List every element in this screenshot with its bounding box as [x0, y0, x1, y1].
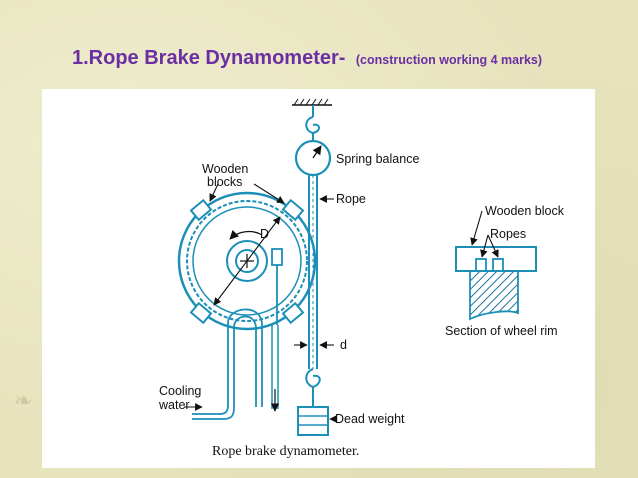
label-rope: Rope — [336, 192, 366, 206]
ceiling-support — [292, 98, 332, 106]
rope-brake-diagram: Wooden blocks Spring balance Rope D d Co… — [158, 98, 565, 459]
label-cooling-line1: Cooling — [159, 384, 201, 398]
rim-section-leaders — [470, 210, 499, 258]
rim-section — [455, 246, 537, 321]
spring-balance — [294, 139, 332, 177]
diagram-panel: Wooden blocks Spring balance Rope D d Co… — [42, 89, 595, 468]
label-diameter: D — [260, 227, 269, 241]
label-wooden-blocks-line1: Wooden — [202, 162, 248, 176]
label-wooden-blocks-line2: blocks — [207, 175, 242, 189]
cooling-water-pipe — [192, 308, 280, 420]
top-hook — [305, 105, 320, 141]
label-cooling-line2: water — [158, 398, 190, 412]
title-main: 1.Rope Brake Dynamometer- — [72, 47, 346, 69]
label-ropes: Ropes — [490, 227, 526, 241]
brake-wheel — [177, 191, 317, 331]
slide-title: 1.Rope Brake Dynamometer- (construction … — [72, 47, 542, 70]
label-spring-balance: Spring balance — [336, 152, 419, 166]
label-dead-weight: Dead weight — [335, 412, 405, 426]
title-subtitle: (construction working 4 marks) — [355, 53, 543, 67]
dead-weight — [297, 368, 329, 436]
leader-lines — [184, 183, 337, 423]
background-ornament: ❧ — [14, 388, 33, 413]
label-section-wheel-rim: Section of wheel rim — [445, 324, 558, 338]
water-outlet — [271, 248, 283, 325]
wooden-blocks — [189, 198, 305, 325]
label-rope-diameter: d — [340, 338, 347, 352]
diagram-caption: Rope brake dynamometer. — [212, 444, 359, 459]
label-wooden-block: Wooden block — [485, 204, 565, 218]
